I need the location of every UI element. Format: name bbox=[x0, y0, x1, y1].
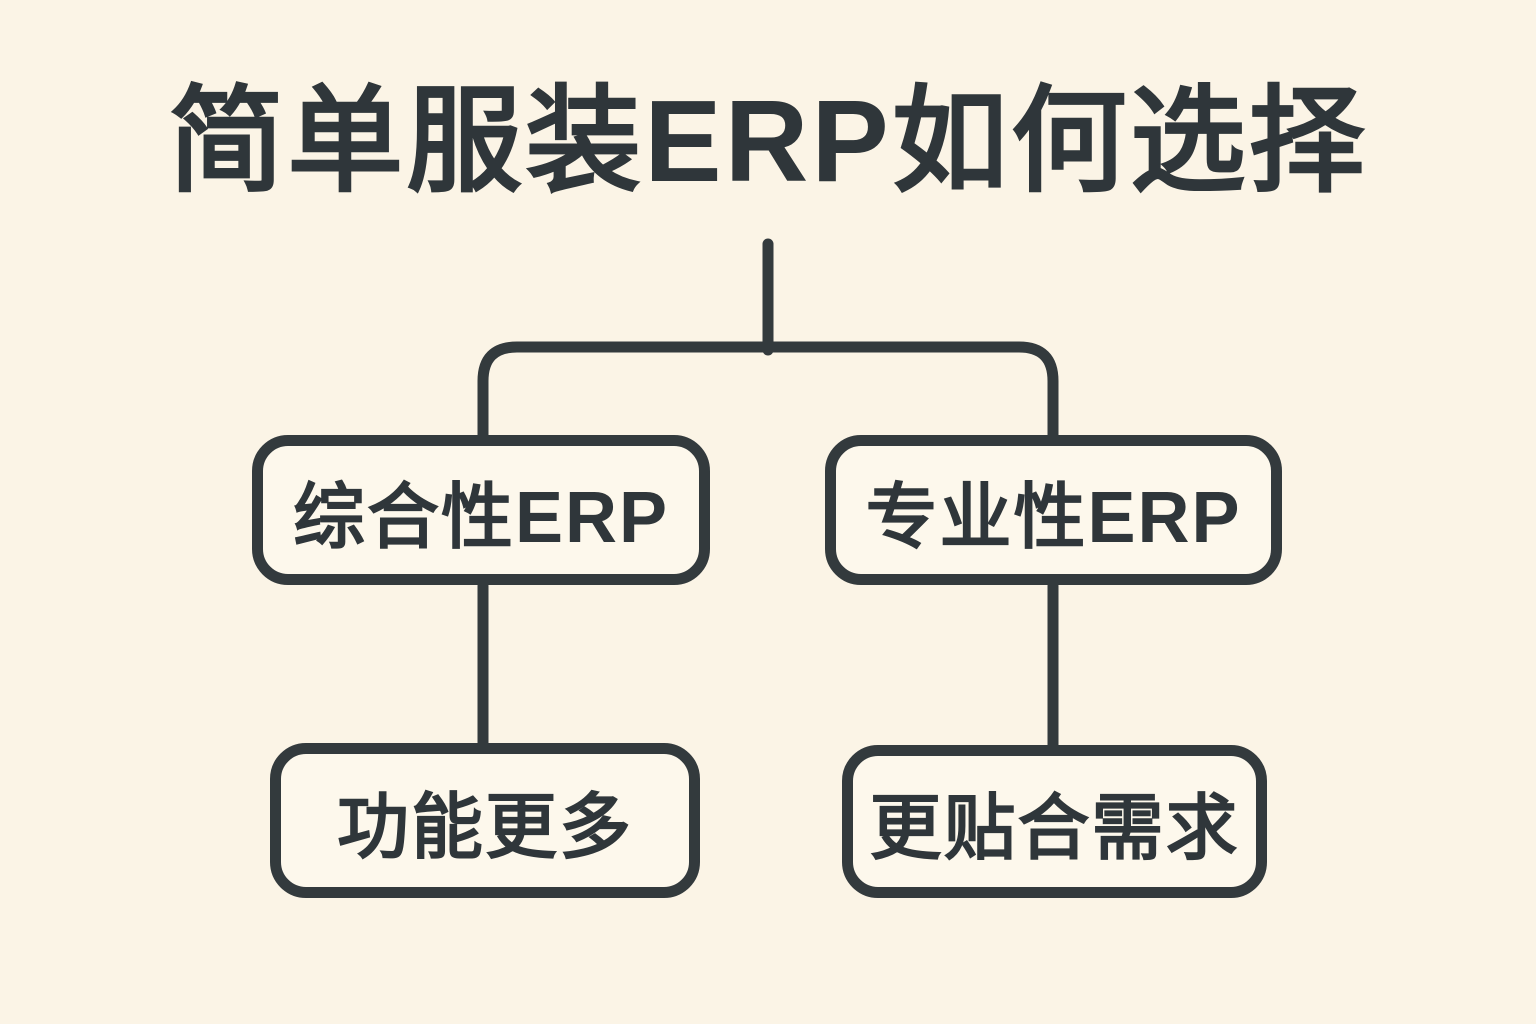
node-better-fit-needs: 更贴合需求 bbox=[842, 745, 1267, 898]
page-title: 简单服装ERP如何选择 bbox=[168, 76, 1368, 206]
node-better-fit-needs-label: 更贴合需求 bbox=[869, 789, 1240, 869]
branch-split-line bbox=[477, 341, 1059, 444]
node-comprehensive-erp: 综合性ERP bbox=[252, 435, 710, 585]
node-comprehensive-erp-label: 综合性ERP bbox=[292, 477, 670, 558]
node-more-features: 功能更多 bbox=[270, 743, 700, 898]
node-more-features-label: 功能更多 bbox=[336, 788, 633, 868]
node-specialized-erp: 专业性ERP bbox=[825, 435, 1282, 585]
node-specialized-erp-label: 专业性ERP bbox=[865, 477, 1242, 558]
